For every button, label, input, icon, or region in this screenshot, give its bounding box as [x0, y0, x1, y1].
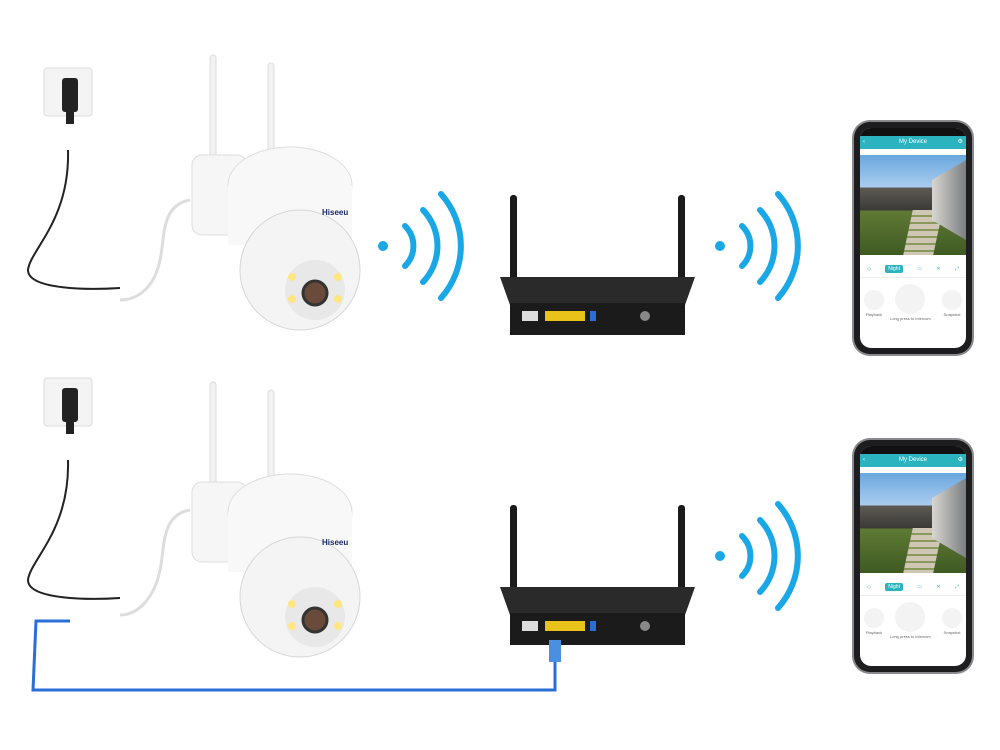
control-bar: ◇ Night ▭ ✕ ⤢: [860, 261, 966, 278]
playback-label: Playback: [865, 630, 883, 635]
control-bar: ◇ Night ▭ ✕ ⤢: [860, 579, 966, 596]
control-button[interactable]: ◇: [867, 584, 871, 590]
snapshot-button[interactable]: Snapshot: [942, 608, 962, 635]
app-title: My Device: [898, 139, 927, 145]
ethernet-plug: [549, 640, 561, 662]
camera-icon: [190, 380, 362, 659]
app-header: ‹ My Device ⚙: [860, 136, 966, 149]
app-header: ‹ My Device ⚙: [860, 454, 966, 467]
fullscreen-button[interactable]: ⤢: [954, 266, 959, 272]
intercom-label: Long press to intercom: [890, 634, 931, 639]
wifi-waves-icon: [378, 194, 461, 298]
control-button[interactable]: ✕: [936, 584, 941, 590]
playback-label: Playback: [865, 312, 883, 317]
wifi-waves-icon: [715, 504, 798, 608]
router-icon: [500, 195, 695, 335]
camera-cable: [119, 198, 191, 302]
intercom-label: Long press to intercom: [890, 316, 931, 321]
control-button[interactable]: ▭: [917, 266, 923, 272]
smartphone: ‹ My Device ⚙ ◇ Night ▭ ✕ ⤢ Playback Lon…: [854, 440, 972, 672]
router-icon: [500, 505, 695, 645]
wifi-waves-icon: [715, 194, 798, 298]
ethernet-cable: [31, 619, 557, 692]
control-button[interactable]: ◇: [867, 266, 871, 272]
live-video: [860, 473, 966, 573]
camera-cable: [119, 508, 191, 617]
live-video: [860, 155, 966, 255]
chevron-left-icon[interactable]: ‹: [863, 139, 865, 145]
fullscreen-button[interactable]: ⤢: [954, 584, 959, 590]
intercom-button[interactable]: Long press to intercom: [890, 602, 931, 639]
app-screen: ‹ My Device ⚙ ◇ Night ▭ ✕ ⤢ Playback Lon…: [860, 446, 966, 666]
night-button[interactable]: Night: [885, 265, 903, 273]
power-cable: [26, 149, 121, 290]
snapshot-label: Snapshot: [943, 630, 961, 635]
smartphone: ‹ My Device ⚙ ◇ Night ▭ ✕ ⤢ Playback Lon…: [854, 122, 972, 354]
control-button[interactable]: ✕: [936, 266, 941, 272]
power-outlet-icon: [43, 67, 93, 125]
intercom-button[interactable]: Long press to intercom: [890, 284, 931, 321]
night-button[interactable]: Night: [885, 583, 903, 591]
app-title: My Device: [898, 457, 927, 463]
camera-icon: [190, 53, 362, 332]
gear-icon[interactable]: ⚙: [957, 139, 963, 145]
brand-logo: Hiseeu: [322, 538, 348, 547]
power-cable: [26, 459, 121, 600]
power-outlet-icon: [43, 377, 93, 435]
playback-button[interactable]: Playback: [864, 290, 884, 317]
app-screen: ‹ My Device ⚙ ◇ Night ▭ ✕ ⤢ Playback Lon…: [860, 128, 966, 348]
gear-icon[interactable]: ⚙: [957, 457, 963, 463]
snapshot-button[interactable]: Snapshot: [942, 290, 962, 317]
snapshot-label: Snapshot: [943, 312, 961, 317]
playback-button[interactable]: Playback: [864, 608, 884, 635]
chevron-left-icon[interactable]: ‹: [863, 457, 865, 463]
control-button[interactable]: ▭: [917, 584, 923, 590]
brand-logo: Hiseeu: [322, 208, 348, 217]
